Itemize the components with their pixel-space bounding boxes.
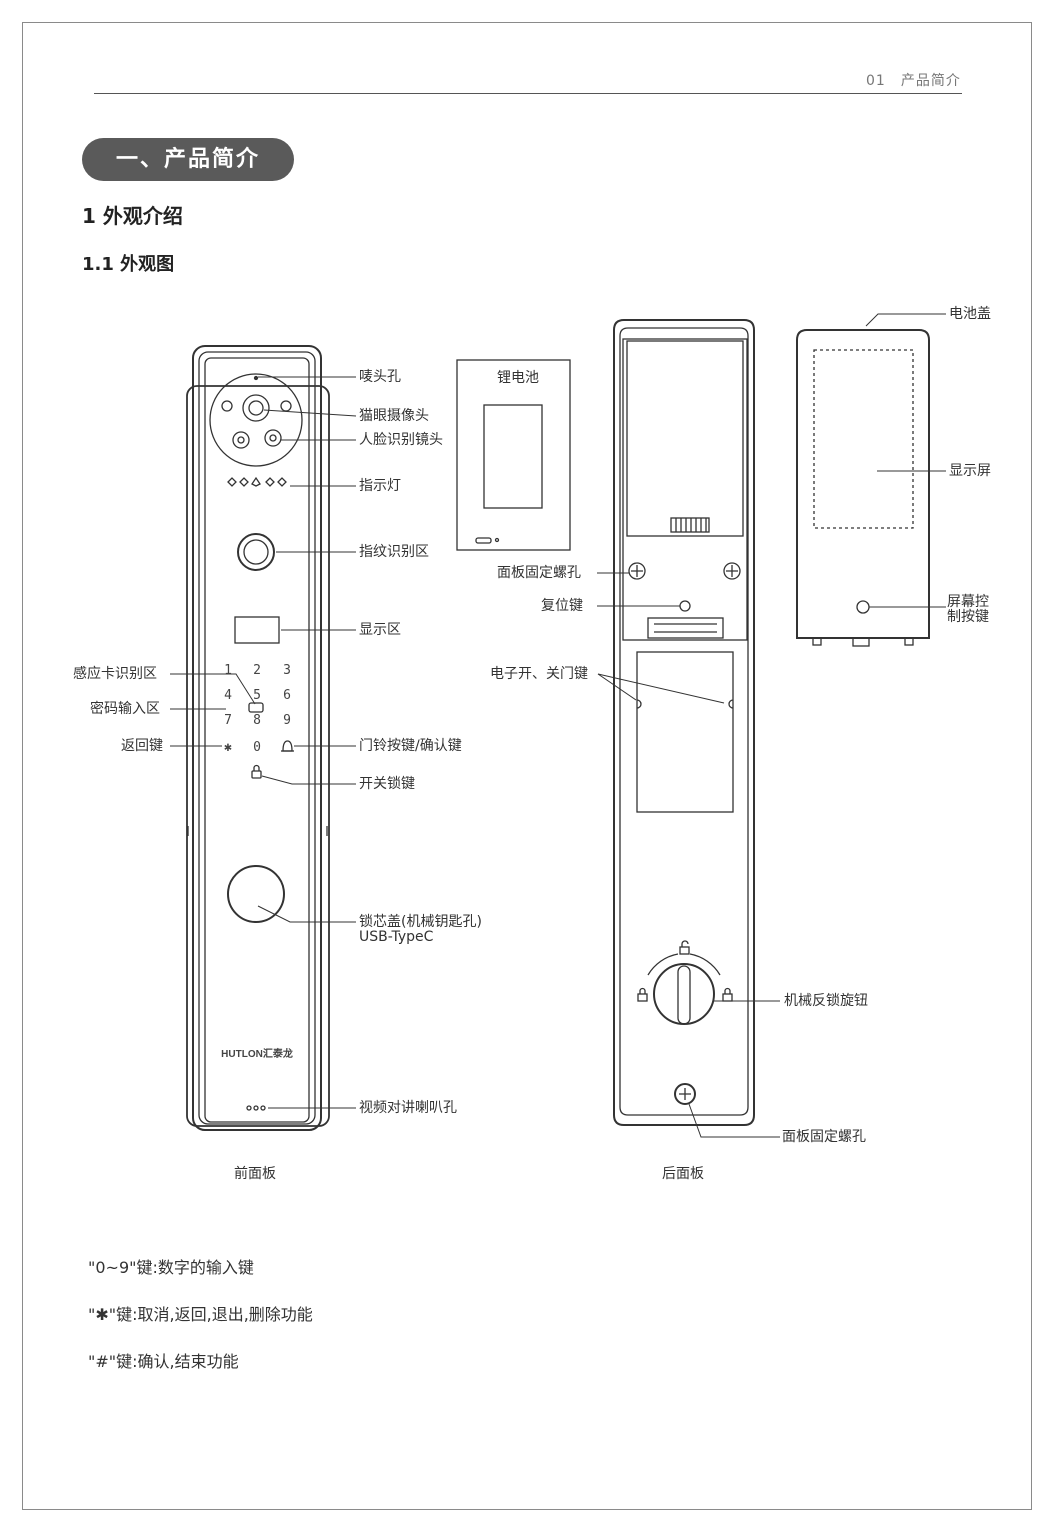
label-usb: USB-TypeC [359, 929, 434, 945]
face-lens-left [232, 431, 250, 449]
label-screen-button-2: 制按键 [947, 609, 989, 625]
key-6: 6 [283, 688, 291, 703]
note-star-key: "✱"键:取消,返回,退出,删除功能 [88, 1305, 313, 1324]
label-indicator: 指示灯 [359, 478, 401, 494]
key-0: 0 [253, 740, 261, 755]
heading-appearance: 1 外观介绍 [82, 204, 183, 228]
label-face-lens: 人脸识别镜头 [359, 432, 443, 448]
front-panel: HUTLON汇泰龙 [186, 345, 330, 1131]
page-border [22, 22, 1032, 1510]
keypad: 1 2 3 4 5 6 7 8 9 ✱ 0 [224, 663, 291, 755]
header-rule [94, 93, 962, 94]
key-star: ✱ [224, 740, 232, 755]
key-4: 4 [224, 688, 232, 703]
key-5: 5 [253, 688, 261, 703]
label-fingerprint: 指纹识别区 [359, 544, 429, 560]
label-lock-cover: 锁芯盖(机械钥匙孔) [359, 914, 482, 930]
label-password-area: 密码输入区 [90, 701, 160, 717]
label-lock-key: 开关锁键 [359, 776, 415, 792]
key-2: 2 [253, 663, 261, 678]
key-3: 3 [283, 663, 291, 678]
caption-front: 前面板 [234, 1166, 276, 1182]
label-mic-hole: 唛头孔 [359, 369, 401, 385]
label-e-door-key: 电子开、关门键 [490, 666, 588, 682]
caption-back: 后面板 [662, 1166, 704, 1182]
label-battery: 锂电池 [497, 370, 539, 386]
label-display-area: 显示区 [359, 622, 401, 638]
label-peephole-camera: 猫眼摄像头 [359, 408, 429, 424]
label-battery-cover: 电池盖 [949, 306, 991, 322]
battery [456, 359, 571, 551]
label-panel-screw-bottom: 面板固定螺孔 [782, 1129, 866, 1145]
indicator-icons [227, 476, 287, 487]
label-knob: 机械反锁旋钮 [784, 993, 868, 1009]
back-panel [613, 319, 755, 1126]
note-digit-keys: "0~9"键:数字的输入键 [88, 1258, 254, 1277]
key-7: 7 [224, 713, 232, 728]
key-8: 8 [253, 713, 261, 728]
key-1: 1 [224, 663, 232, 678]
label-screen-button-1: 屏幕控 [947, 594, 989, 610]
face-lens-right [264, 429, 282, 447]
label-doorbell-key: 门铃按键/确认键 [359, 738, 462, 754]
label-card-area: 感应卡识别区 [73, 666, 157, 682]
section-title: 一、产品简介 [82, 138, 294, 181]
note-hash-key: "#"键:确认,结束功能 [88, 1352, 239, 1371]
running-header: 01 产品简介 [866, 73, 961, 89]
label-screen: 显示屏 [949, 463, 991, 479]
label-speaker: 视频对讲喇叭孔 [359, 1100, 457, 1116]
key-9: 9 [283, 713, 291, 728]
label-back-key: 返回键 [121, 738, 163, 754]
battery-cover [796, 329, 930, 647]
label-reset-key: 复位键 [541, 598, 583, 614]
heading-appearance-figure: 1.1 外观图 [82, 254, 175, 275]
camera-module [209, 373, 303, 467]
brand-logo: HUTLON汇泰龙 [221, 1047, 293, 1060]
label-panel-screw-top: 面板固定螺孔 [497, 565, 581, 581]
